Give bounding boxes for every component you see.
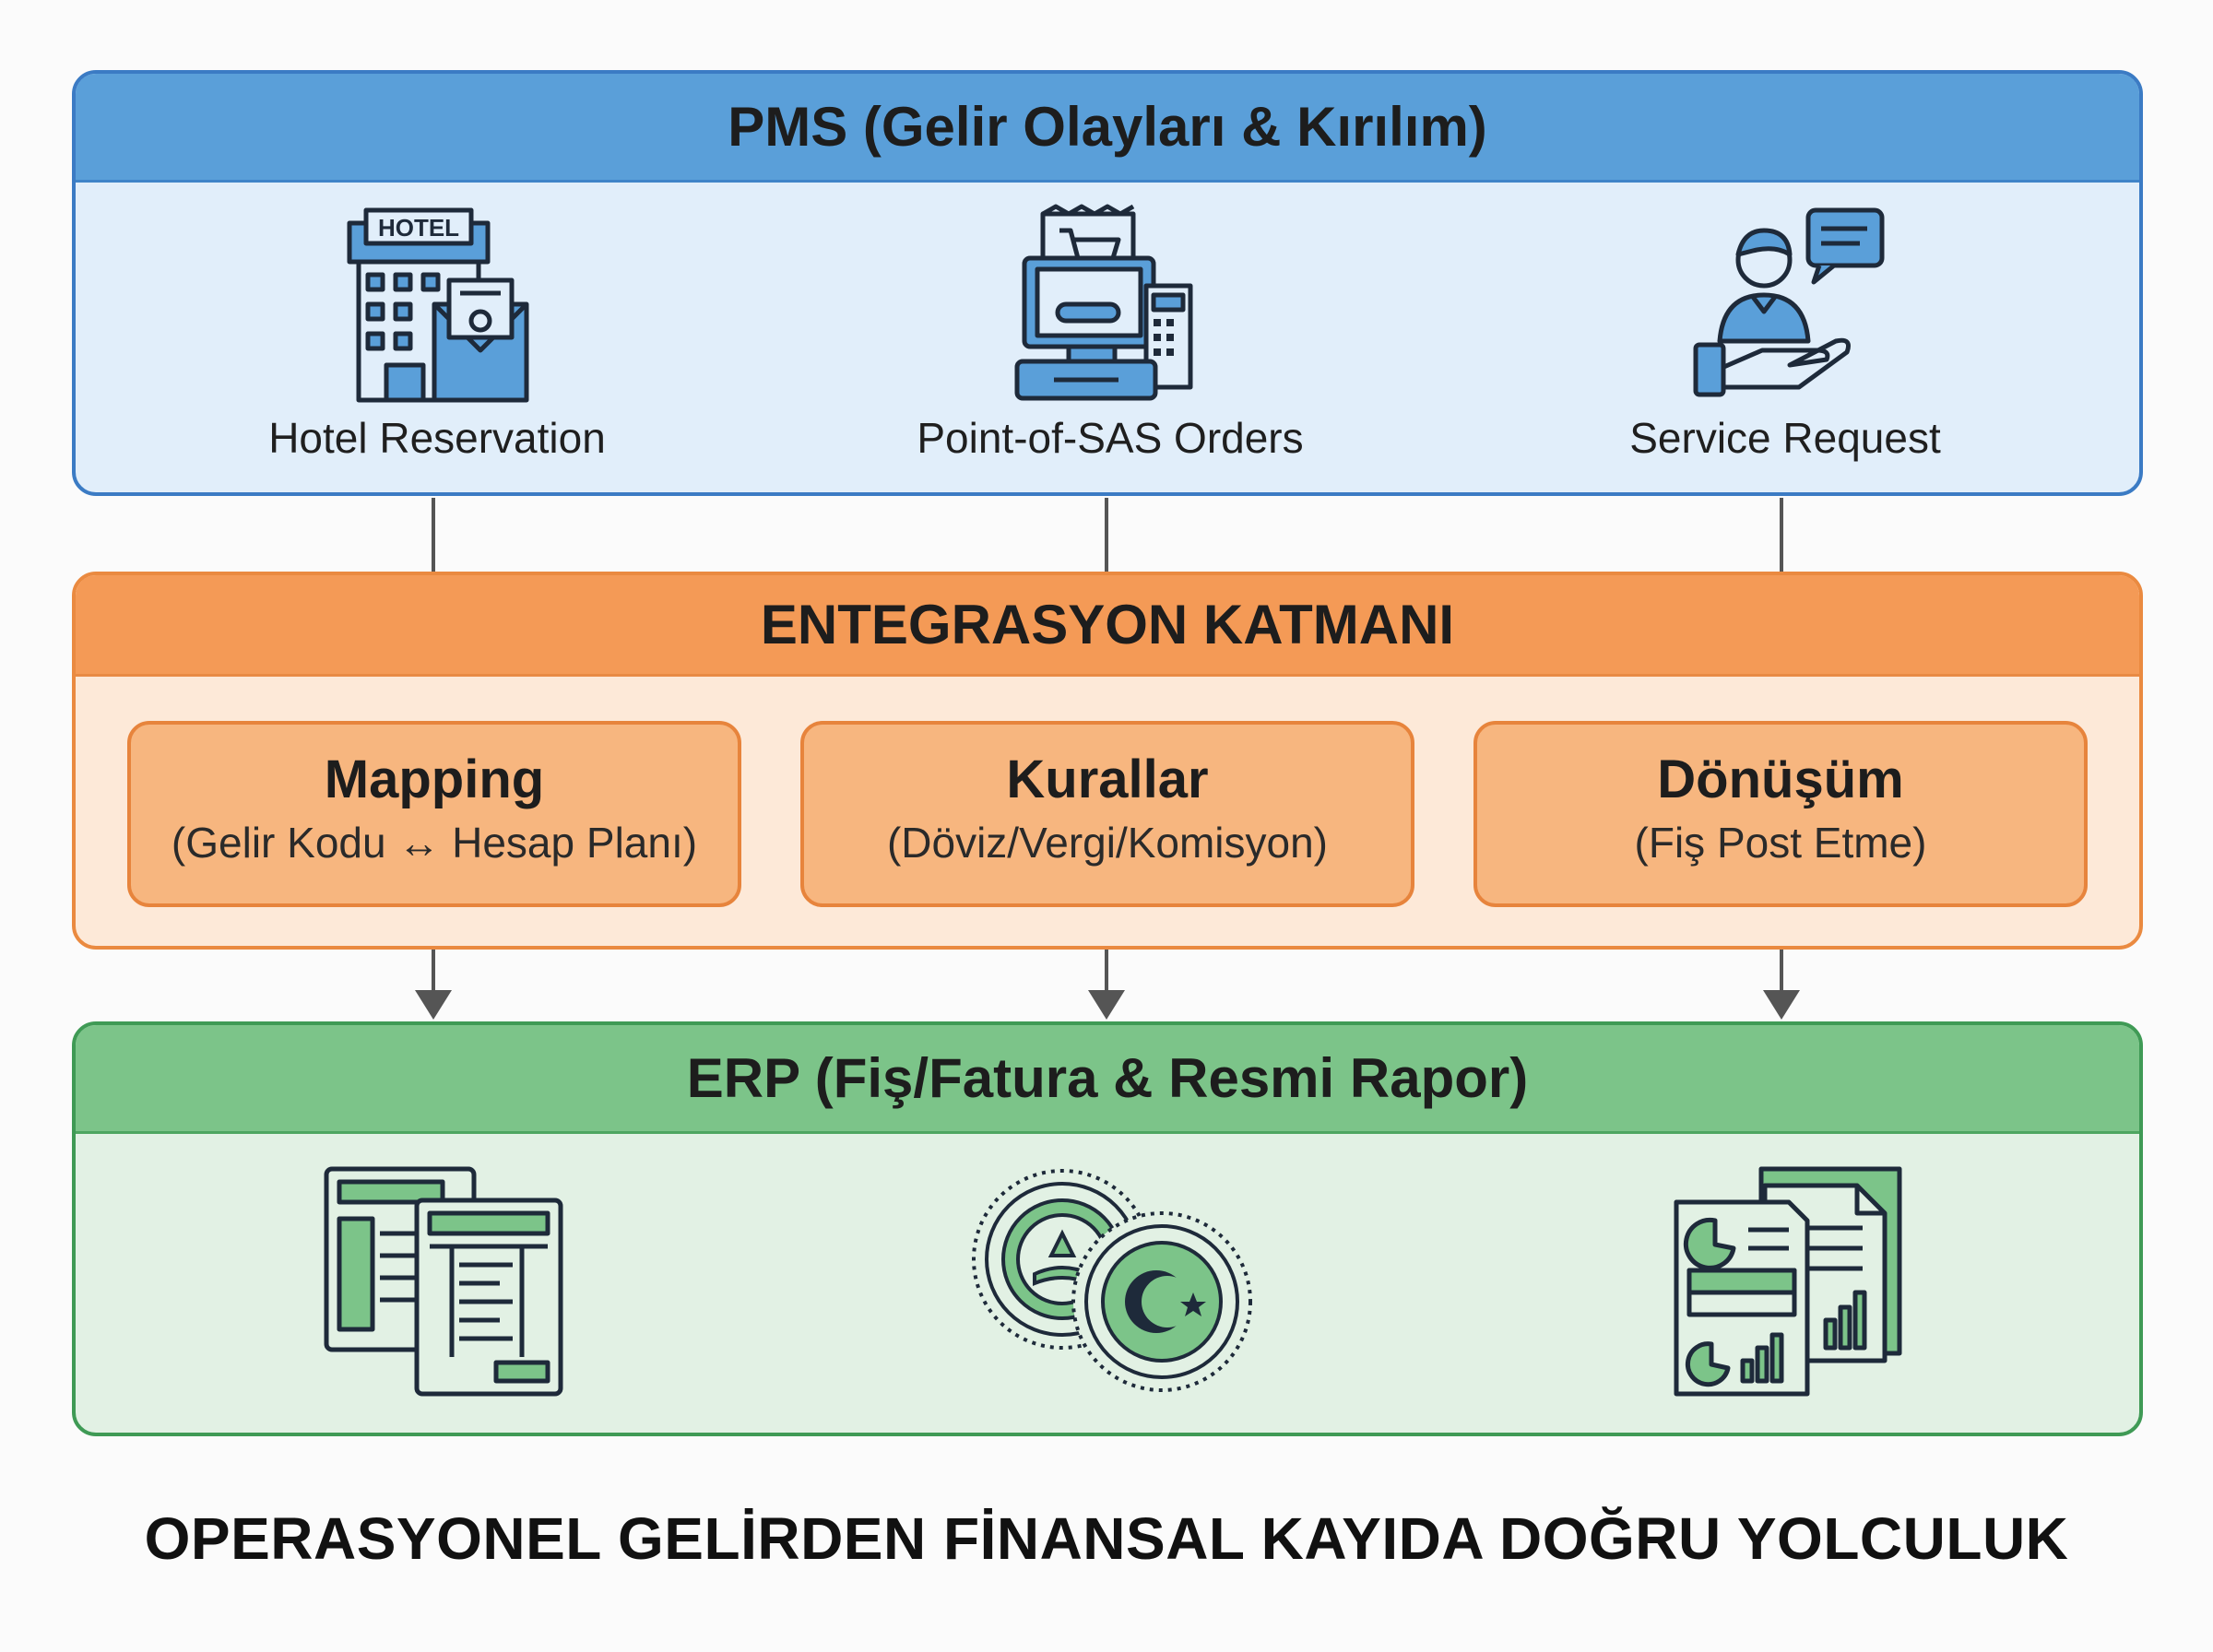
arrow-head	[1763, 990, 1800, 1020]
rule-box-title: Dönüşüm	[1657, 749, 1904, 809]
hotel-icon: HOTEL	[347, 207, 529, 403]
pms-title: PMS (Gelir Olayları & Kırılım)	[728, 96, 1487, 158]
service-request-icon	[1693, 207, 1885, 397]
pms-item-hotel-reservation: HOTEL Hotel Reservation	[160, 203, 714, 463]
pms-item-label: Hotel Reservation	[268, 414, 606, 462]
pms-item-service-request: Service Request	[1509, 203, 2062, 463]
financial-reports-icon	[1674, 1166, 1902, 1397]
pms-panel: PMS (Gelir Olayları & Kırılım) HOTEL	[72, 70, 2143, 496]
integration-title: ENTEGRASYON KATMANI	[760, 594, 1455, 655]
erp-title: ERP (Fiş/Fatura & Resmi Rapor)	[686, 1047, 1529, 1109]
kurallar-box: Kurallar (Döviz/Vergi/Komisyon)	[800, 721, 1414, 907]
hotel-sign-text: HOTEL	[378, 214, 459, 242]
rule-box-title: Kurallar	[1006, 749, 1209, 809]
rule-box-subtitle: (Döviz/Vergi/Komisyon)	[886, 819, 1329, 867]
arrow-head	[1088, 990, 1125, 1020]
integration-header: ENTEGRASYON KATMANI	[76, 575, 2139, 677]
pms-item-pos-orders: Point-of-SAS Orders	[834, 203, 1387, 463]
arrow-head	[415, 990, 452, 1020]
rule-box-title: Mapping	[324, 749, 545, 809]
pms-header: PMS (Gelir Olayları & Kırılım)	[76, 74, 2139, 183]
integration-panel: ENTEGRASYON KATMANI Mapping (Gelir Kodu …	[72, 572, 2143, 950]
mapping-box: Mapping (Gelir Kodu ↔ Hesap Planı)	[127, 721, 741, 907]
pms-item-label: Point-of-SAS Orders	[917, 414, 1304, 462]
ledger-documents-icon	[324, 1166, 563, 1397]
pos-terminal-icon	[1014, 204, 1193, 401]
rule-box-subtitle: (Fiş Post Etme)	[1634, 819, 1927, 867]
donusum-box: Dönüşüm (Fiş Post Etme)	[1473, 721, 2088, 907]
erp-panel: ERP (Fiş/Fatura & Resmi Rapor)	[72, 1021, 2143, 1436]
pms-item-label: Service Request	[1629, 414, 1941, 462]
erp-header: ERP (Fiş/Fatura & Resmi Rapor)	[76, 1025, 2139, 1134]
rule-box-subtitle: (Gelir Kodu ↔ Hesap Planı)	[171, 819, 698, 867]
official-seals-icon	[972, 1169, 1252, 1392]
footer-title: OPERASYONEL GELİRDEN FİNANSAL KAYIDA DOĞ…	[144, 1505, 2069, 1572]
